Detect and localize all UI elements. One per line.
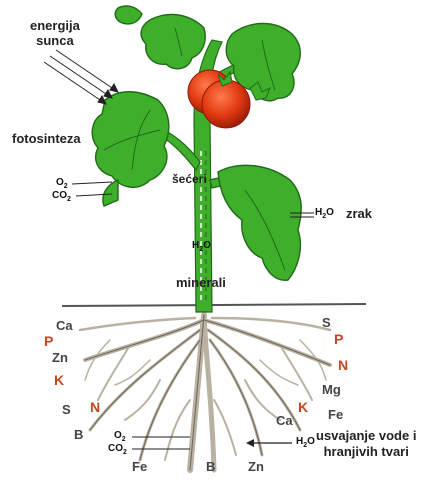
o2-root-label: O2: [114, 430, 126, 443]
mineral-zn-bottom: Zn: [248, 459, 264, 474]
mineral-n-right: N: [338, 357, 348, 373]
mineral-ca-right: Ca: [276, 413, 293, 428]
mineral-s-left: S: [62, 402, 71, 417]
h2o-root-label: H2O: [296, 436, 315, 449]
mineral-zn-left: Zn: [52, 350, 68, 365]
sun-energy-label: energija sunca: [30, 18, 80, 48]
minerals-label: minerali: [176, 275, 226, 290]
mineral-p-left: P: [44, 333, 53, 349]
h2o-leaf-label: H2O: [315, 207, 334, 220]
co2-leaf-label: CO2: [52, 190, 71, 203]
co2-root-label: CO2: [108, 443, 127, 456]
mineral-k-left: K: [54, 372, 64, 388]
h2o-stem-label: H2O: [192, 240, 211, 253]
mineral-mg-right: Mg: [322, 382, 341, 397]
mineral-fe-right: Fe: [328, 407, 343, 422]
mineral-ca-left: Ca: [56, 318, 73, 333]
photosynthesis-label: fotosinteza: [12, 131, 81, 146]
uptake-label: usvajanje vode i hranjivih tvari: [316, 428, 416, 460]
o2-leaf-label: O2: [56, 177, 68, 190]
mineral-k-right: K: [298, 399, 308, 415]
mineral-fe-left: Fe: [132, 459, 147, 474]
air-label: zrak: [346, 206, 372, 221]
mineral-s-right: S: [322, 315, 331, 330]
mineral-p-right: P: [334, 331, 343, 347]
mineral-b-bottom: B: [206, 459, 215, 474]
mineral-n-left: N: [90, 399, 100, 415]
mineral-b-left: B: [74, 427, 83, 442]
sun-arrows: [44, 50, 118, 104]
uptake-arrow: [246, 439, 292, 447]
sugars-label: šećeri: [172, 172, 207, 186]
soil-line: [62, 304, 366, 306]
